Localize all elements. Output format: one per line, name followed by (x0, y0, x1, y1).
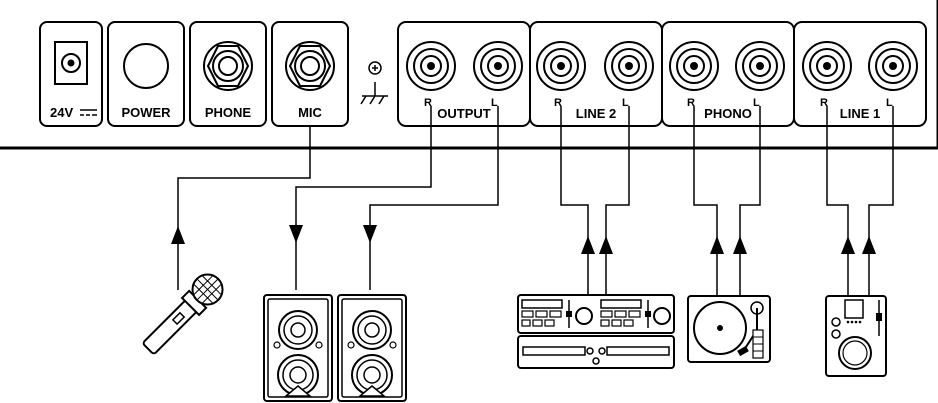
rca-group: R L LINE 1 (793, 21, 927, 127)
arrow-up-icon (733, 236, 747, 254)
channel-l-label: L (753, 97, 760, 109)
channel-l-label: L (622, 97, 629, 109)
phone-label: PHONE (205, 105, 252, 120)
arrow-up-icon (862, 236, 876, 254)
dc-power-jack: 24V (39, 21, 103, 127)
rca-group-label: LINE 2 (576, 106, 616, 121)
turntable-icon (687, 295, 771, 363)
media-player-icon (825, 295, 887, 377)
dc-in-label: 24V (50, 105, 73, 120)
channel-l-label: L (886, 97, 893, 109)
speaker-icon (263, 294, 333, 402)
arrow-down-icon (363, 225, 377, 243)
channel-r-label: R (554, 97, 562, 109)
rca-group: R L LINE 2 (529, 21, 663, 127)
rca-group-label: PHONO (704, 106, 752, 121)
mic-cable-path (177, 126, 311, 290)
rca-jack (735, 41, 785, 91)
channel-r-label: R (687, 97, 695, 109)
arrow-down-icon (289, 225, 303, 243)
power-label: POWER (121, 105, 171, 120)
rca-group-label: OUTPUT (437, 106, 491, 121)
channel-l-label: L (491, 97, 498, 109)
signal-arrows (171, 225, 876, 254)
arrow-up-icon (710, 236, 724, 254)
channel-r-label: R (424, 97, 432, 109)
arrow-up-icon (841, 236, 855, 254)
rca-jack (473, 41, 523, 91)
arrow-up-icon (599, 236, 613, 254)
mic-label: MIC (298, 105, 322, 120)
arrow-up-icon (171, 226, 185, 244)
mic-jack: MIC (271, 21, 349, 127)
rca-group-label: LINE 1 (840, 106, 880, 121)
cd-player-icon (517, 294, 675, 369)
ground-terminal-icon (360, 61, 388, 105)
output-l-cable (369, 106, 499, 290)
rca-jack (536, 41, 586, 91)
microphone-icon (142, 273, 224, 355)
rca-jack (868, 41, 918, 91)
speaker-icon (337, 294, 407, 402)
power-switch: POWER (107, 21, 185, 127)
rca-jack (802, 41, 852, 91)
speakers (263, 294, 407, 402)
rca-jack (406, 41, 456, 91)
channel-r-label: R (820, 97, 828, 109)
rca-jack (604, 41, 654, 91)
rca-jack (669, 41, 719, 91)
phone-jack: PHONE (189, 21, 267, 127)
arrow-up-icon (581, 236, 595, 254)
